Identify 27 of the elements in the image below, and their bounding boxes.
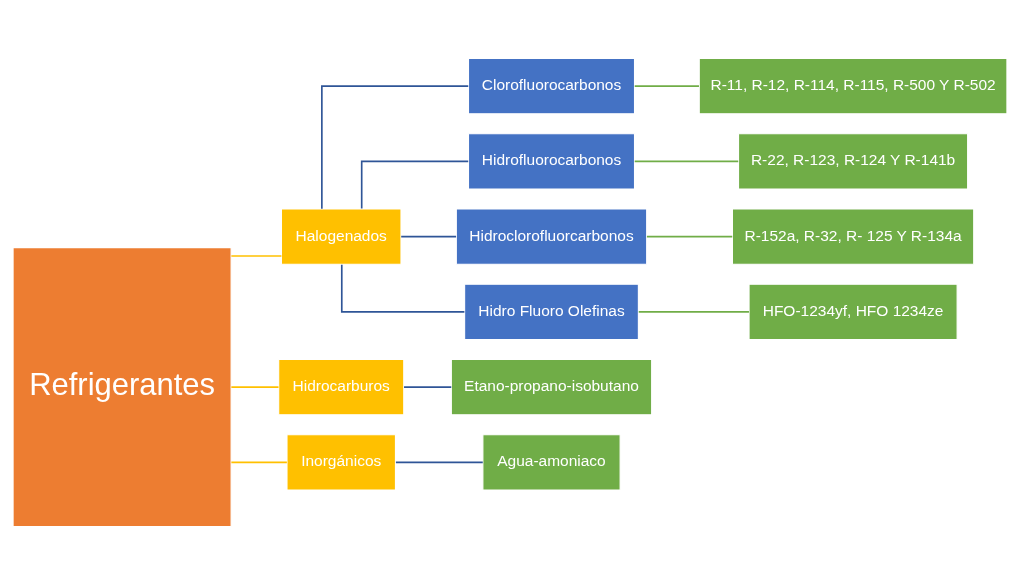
node-box: R-11, R-12, R-114, R-115, R-500 Y R-502 bbox=[698, 57, 1008, 115]
node-box: Refrigerantes bbox=[12, 247, 232, 528]
connector bbox=[403, 386, 453, 388]
node-box: Hidrocarburos bbox=[278, 358, 405, 416]
node-box: Agua-amoniaco bbox=[482, 434, 621, 491]
connector bbox=[321, 85, 470, 210]
connector bbox=[633, 160, 740, 163]
node-box: Hidrofluorocarbonos bbox=[467, 133, 636, 190]
connector bbox=[230, 386, 280, 388]
connector bbox=[637, 311, 750, 313]
node-box: Clorofluorocarbonos bbox=[467, 57, 636, 115]
node-box: R-152a, R-32, R- 125 Y R-134a bbox=[731, 208, 975, 265]
connector bbox=[646, 235, 734, 238]
node-box: Halogenados bbox=[280, 208, 402, 265]
connector bbox=[360, 160, 470, 210]
connector bbox=[340, 263, 466, 313]
connector bbox=[395, 461, 484, 464]
node-box: R-22, R-123, R-124 Y R-141b bbox=[738, 133, 969, 190]
connector bbox=[230, 461, 288, 464]
node-box: Inorgánicos bbox=[286, 434, 396, 491]
connector bbox=[230, 255, 283, 257]
connector bbox=[633, 85, 700, 87]
node-box: Hidroclorofluorcarbonos bbox=[455, 208, 648, 265]
node-box: Hidro Fluoro Olefinas bbox=[464, 283, 639, 341]
node-box: Etano-propano-isobutano bbox=[450, 358, 653, 416]
node-box: HFO-1234yf, HFO 1234ze bbox=[748, 283, 958, 341]
connector bbox=[400, 235, 457, 238]
